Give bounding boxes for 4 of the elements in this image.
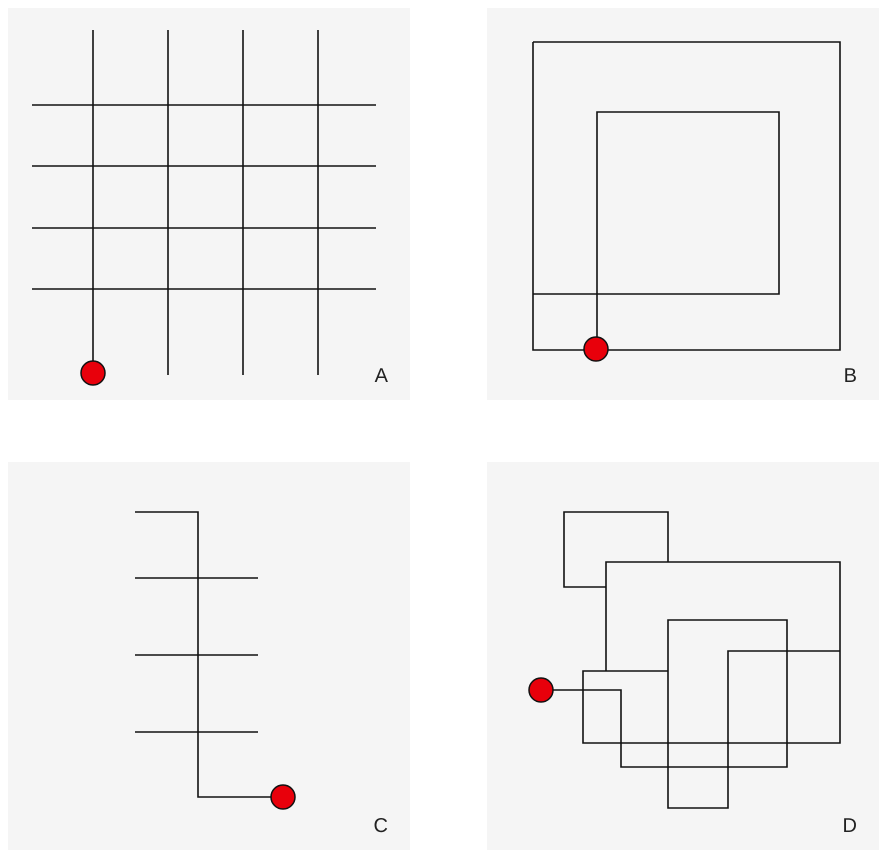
panel-label: B <box>844 366 857 386</box>
panel-label: D <box>842 816 857 836</box>
panel-label: C <box>374 816 388 836</box>
panel-label: A <box>374 366 388 386</box>
